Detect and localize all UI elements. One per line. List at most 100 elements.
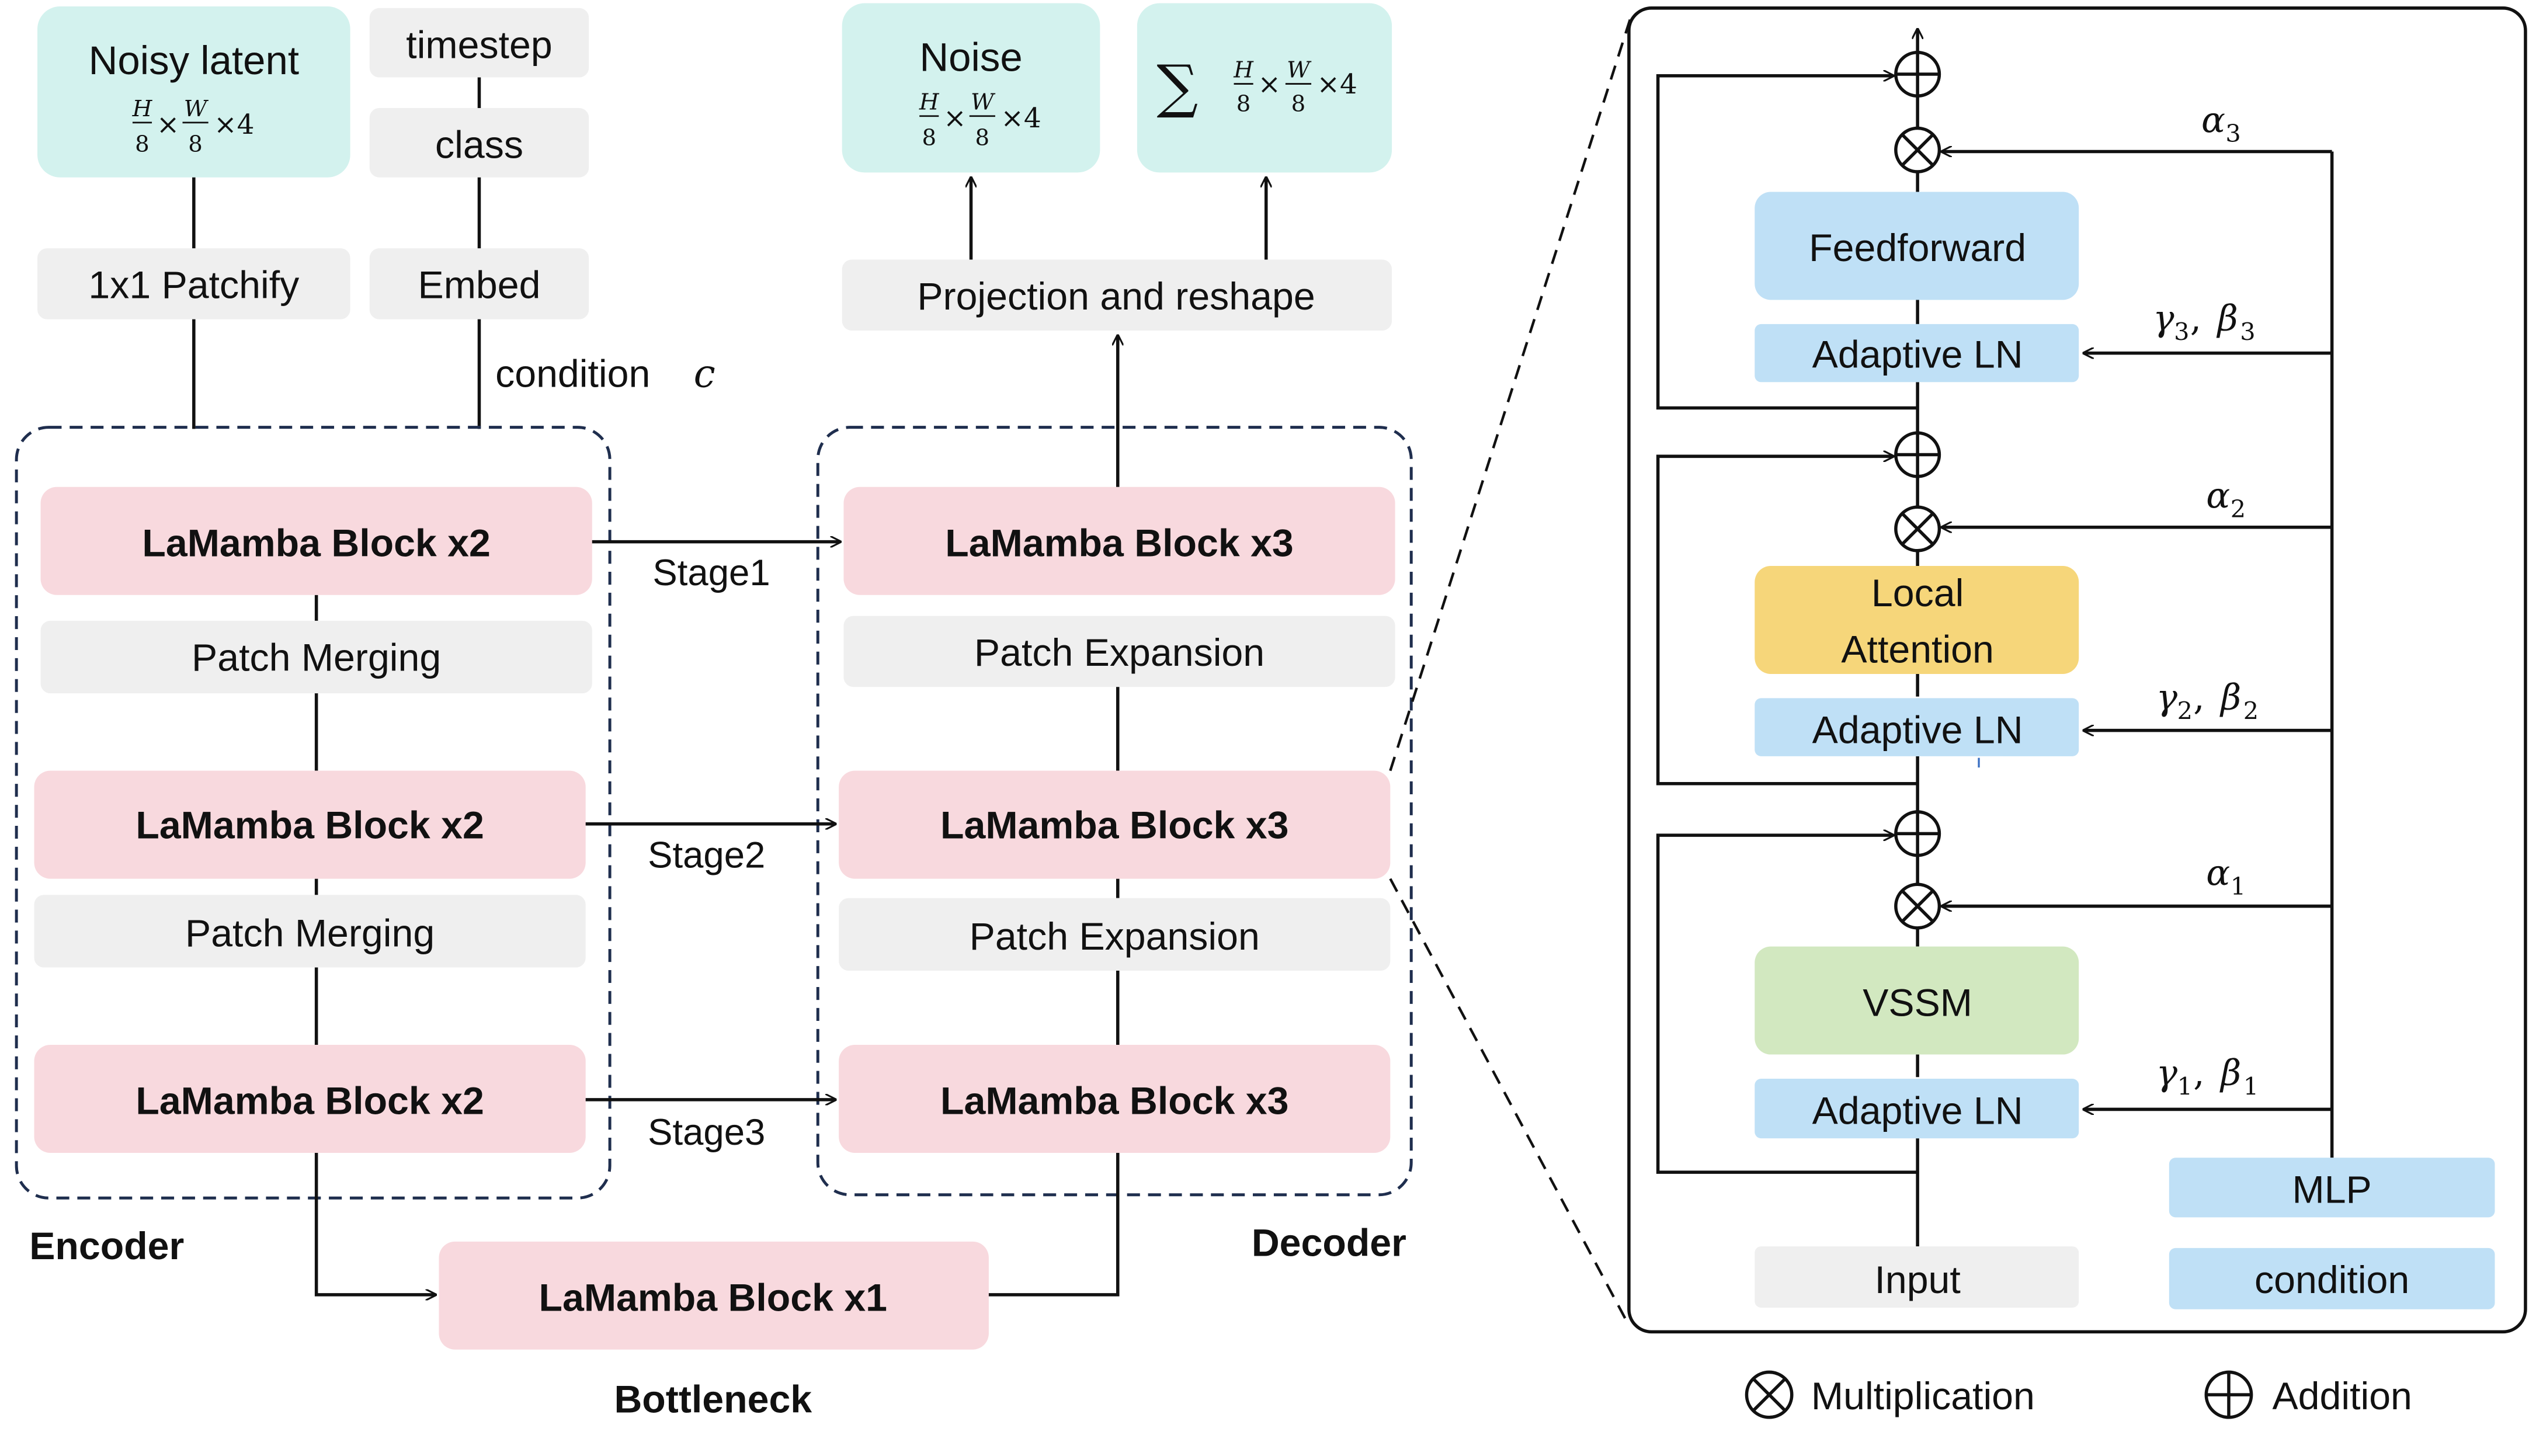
- encoder-block-2: LaMamba Block x2: [34, 770, 586, 879]
- svg-text:Addition: Addition: [2272, 1375, 2412, 1418]
- detail-spine: [1917, 29, 1980, 1247]
- adaptive-ln-1: Adaptive LN: [1755, 1078, 2079, 1139]
- feedforward-box: Feedforward: [1755, 192, 2079, 300]
- addition-icon: [2204, 1370, 2253, 1419]
- svg-text:,: ,: [2193, 677, 2204, 718]
- svg-text:Input: Input: [1874, 1259, 1960, 1302]
- bottleneck-label: Bottleneck: [614, 1378, 812, 1421]
- svg-text:VSSM: VSSM: [1863, 981, 1972, 1024]
- output-connectors: [971, 178, 1266, 487]
- svg-text:×: ×: [943, 102, 966, 134]
- stage-2-label: Stage2: [648, 835, 765, 875]
- svg-text:Projection and reshape: Projection and reshape: [917, 275, 1315, 318]
- svg-text:×4: ×4: [1317, 68, 1357, 100]
- svg-text:condition: condition: [495, 353, 650, 396]
- svg-text:α: α: [2201, 100, 2225, 141]
- svg-text:2: 2: [2177, 697, 2193, 725]
- encoder-block-1: LaMamba Block x2: [40, 487, 592, 595]
- svg-text:Adaptive LN: Adaptive LN: [1812, 333, 2023, 376]
- sum-symbol: ∑: [1156, 53, 1198, 120]
- svg-text:Embed: Embed: [418, 264, 541, 307]
- residual-connections: [1656, 76, 1918, 1174]
- gamma-beta-2-label: γ 2 , β 2: [2156, 677, 2259, 725]
- svg-text:LaMamba Block x3: LaMamba Block x3: [945, 522, 1293, 565]
- decoder-block-2: LaMamba Block x3: [839, 770, 1391, 879]
- noisy-latent-label: Noisy latent: [89, 38, 300, 83]
- svg-text:timestep: timestep: [406, 23, 552, 67]
- svg-text:Multiplication: Multiplication: [1811, 1375, 2035, 1418]
- multiplication-icon: [1745, 1370, 1794, 1419]
- stage-3-label: Stage3: [648, 1112, 765, 1153]
- svg-text:LaMamba Block x3: LaMamba Block x3: [940, 1080, 1288, 1123]
- patchify-box: 1x1 Patchify: [37, 248, 350, 319]
- svg-text:α: α: [2206, 476, 2230, 517]
- svg-text:Patch Expansion: Patch Expansion: [970, 915, 1260, 958]
- svg-text:c: c: [694, 352, 715, 397]
- svg-text:γ: γ: [2156, 1053, 2178, 1094]
- svg-text:,: ,: [2190, 298, 2201, 339]
- svg-text:Adaptive LN: Adaptive LN: [1812, 1089, 2023, 1132]
- skip-connections: [585, 542, 840, 1100]
- decoder-patch-expansion-2: Patch Expansion: [839, 898, 1391, 971]
- noise-label: Noise: [919, 34, 1022, 79]
- embed-box: Embed: [369, 248, 589, 319]
- add-op-3: [1894, 50, 1941, 98]
- gamma-beta-1-label: γ 1 , β 1: [2156, 1053, 2259, 1101]
- svg-text:LaMamba Block x2: LaMamba Block x2: [136, 1080, 484, 1123]
- svg-text:Feedforward: Feedforward: [1809, 227, 2026, 270]
- svg-text:LaMamba Block x3: LaMamba Block x3: [940, 804, 1288, 847]
- add-op-2: [1894, 431, 1941, 478]
- svg-text:8: 8: [135, 131, 150, 158]
- svg-text:LaMamba Block x1: LaMamba Block x1: [539, 1277, 887, 1320]
- svg-text:1: 1: [2243, 1073, 2259, 1101]
- mul-op-3: [1894, 126, 1941, 173]
- mlp-box: MLP: [2169, 1158, 2495, 1218]
- detail-input-box: Input: [1755, 1246, 2079, 1308]
- svg-text:8: 8: [1236, 91, 1251, 117]
- class-box: class: [369, 107, 589, 178]
- svg-text:×4: ×4: [1001, 102, 1041, 134]
- svg-text:8: 8: [1291, 91, 1306, 117]
- adaptive-ln-3: Adaptive LN: [1755, 324, 2079, 383]
- decoder-block-1: LaMamba Block x3: [843, 487, 1395, 595]
- svg-text:Local: Local: [1871, 572, 1964, 615]
- decoder-label: Decoder: [1252, 1222, 1406, 1265]
- alpha-2-label: α 2: [2206, 476, 2246, 524]
- mul-op-2: [1894, 505, 1941, 552]
- svg-text:β: β: [2219, 1053, 2241, 1094]
- svg-text:γ: γ: [2156, 677, 2178, 718]
- svg-text:1: 1: [2231, 873, 2246, 901]
- input-connectors: [192, 77, 481, 429]
- condition-branches: [1942, 152, 2334, 1158]
- add-op-1: [1894, 810, 1941, 857]
- sigma-output-box: ∑ H 8 × W 8 ×4: [1137, 3, 1392, 173]
- detail-condition-box: condition: [2169, 1247, 2495, 1309]
- svg-text:LaMamba Block x2: LaMamba Block x2: [142, 522, 490, 565]
- svg-text:8: 8: [188, 131, 203, 158]
- svg-text:β: β: [2217, 298, 2238, 339]
- encoder-frame: [15, 426, 612, 1200]
- vssm-box: VSSM: [1755, 946, 2079, 1055]
- svg-text:W: W: [1287, 57, 1312, 84]
- svg-text:H: H: [1233, 57, 1254, 84]
- svg-text:γ: γ: [2153, 298, 2174, 339]
- svg-text:Patch Merging: Patch Merging: [185, 912, 435, 955]
- noisy-latent-box: Noisy latent H 8 × W 8 ×4: [37, 6, 350, 178]
- svg-text:3: 3: [2225, 120, 2240, 148]
- legend-multiplication: Multiplication: [1745, 1370, 2035, 1419]
- svg-text:W: W: [184, 96, 209, 122]
- block-detail-panel: [1627, 6, 2527, 1334]
- decoder-patch-expansion-1: Patch Expansion: [843, 616, 1395, 687]
- svg-text:β: β: [2219, 677, 2241, 718]
- svg-text:Adaptive LN: Adaptive LN: [1812, 709, 2023, 752]
- svg-text:condition: condition: [2254, 1259, 2409, 1302]
- svg-text:3: 3: [2174, 318, 2189, 346]
- encoder-patch-merging-2: Patch Merging: [34, 895, 586, 968]
- gamma-beta-3-label: γ 3 , β 3: [2153, 298, 2255, 346]
- legend-addition: Addition: [2204, 1370, 2412, 1419]
- mul-op-1: [1894, 882, 1941, 930]
- svg-text:α: α: [2206, 853, 2230, 894]
- svg-text:2: 2: [2243, 697, 2259, 725]
- encoder-block-3: LaMamba Block x2: [34, 1044, 586, 1153]
- bottleneck-block: LaMamba Block x1: [439, 1241, 989, 1350]
